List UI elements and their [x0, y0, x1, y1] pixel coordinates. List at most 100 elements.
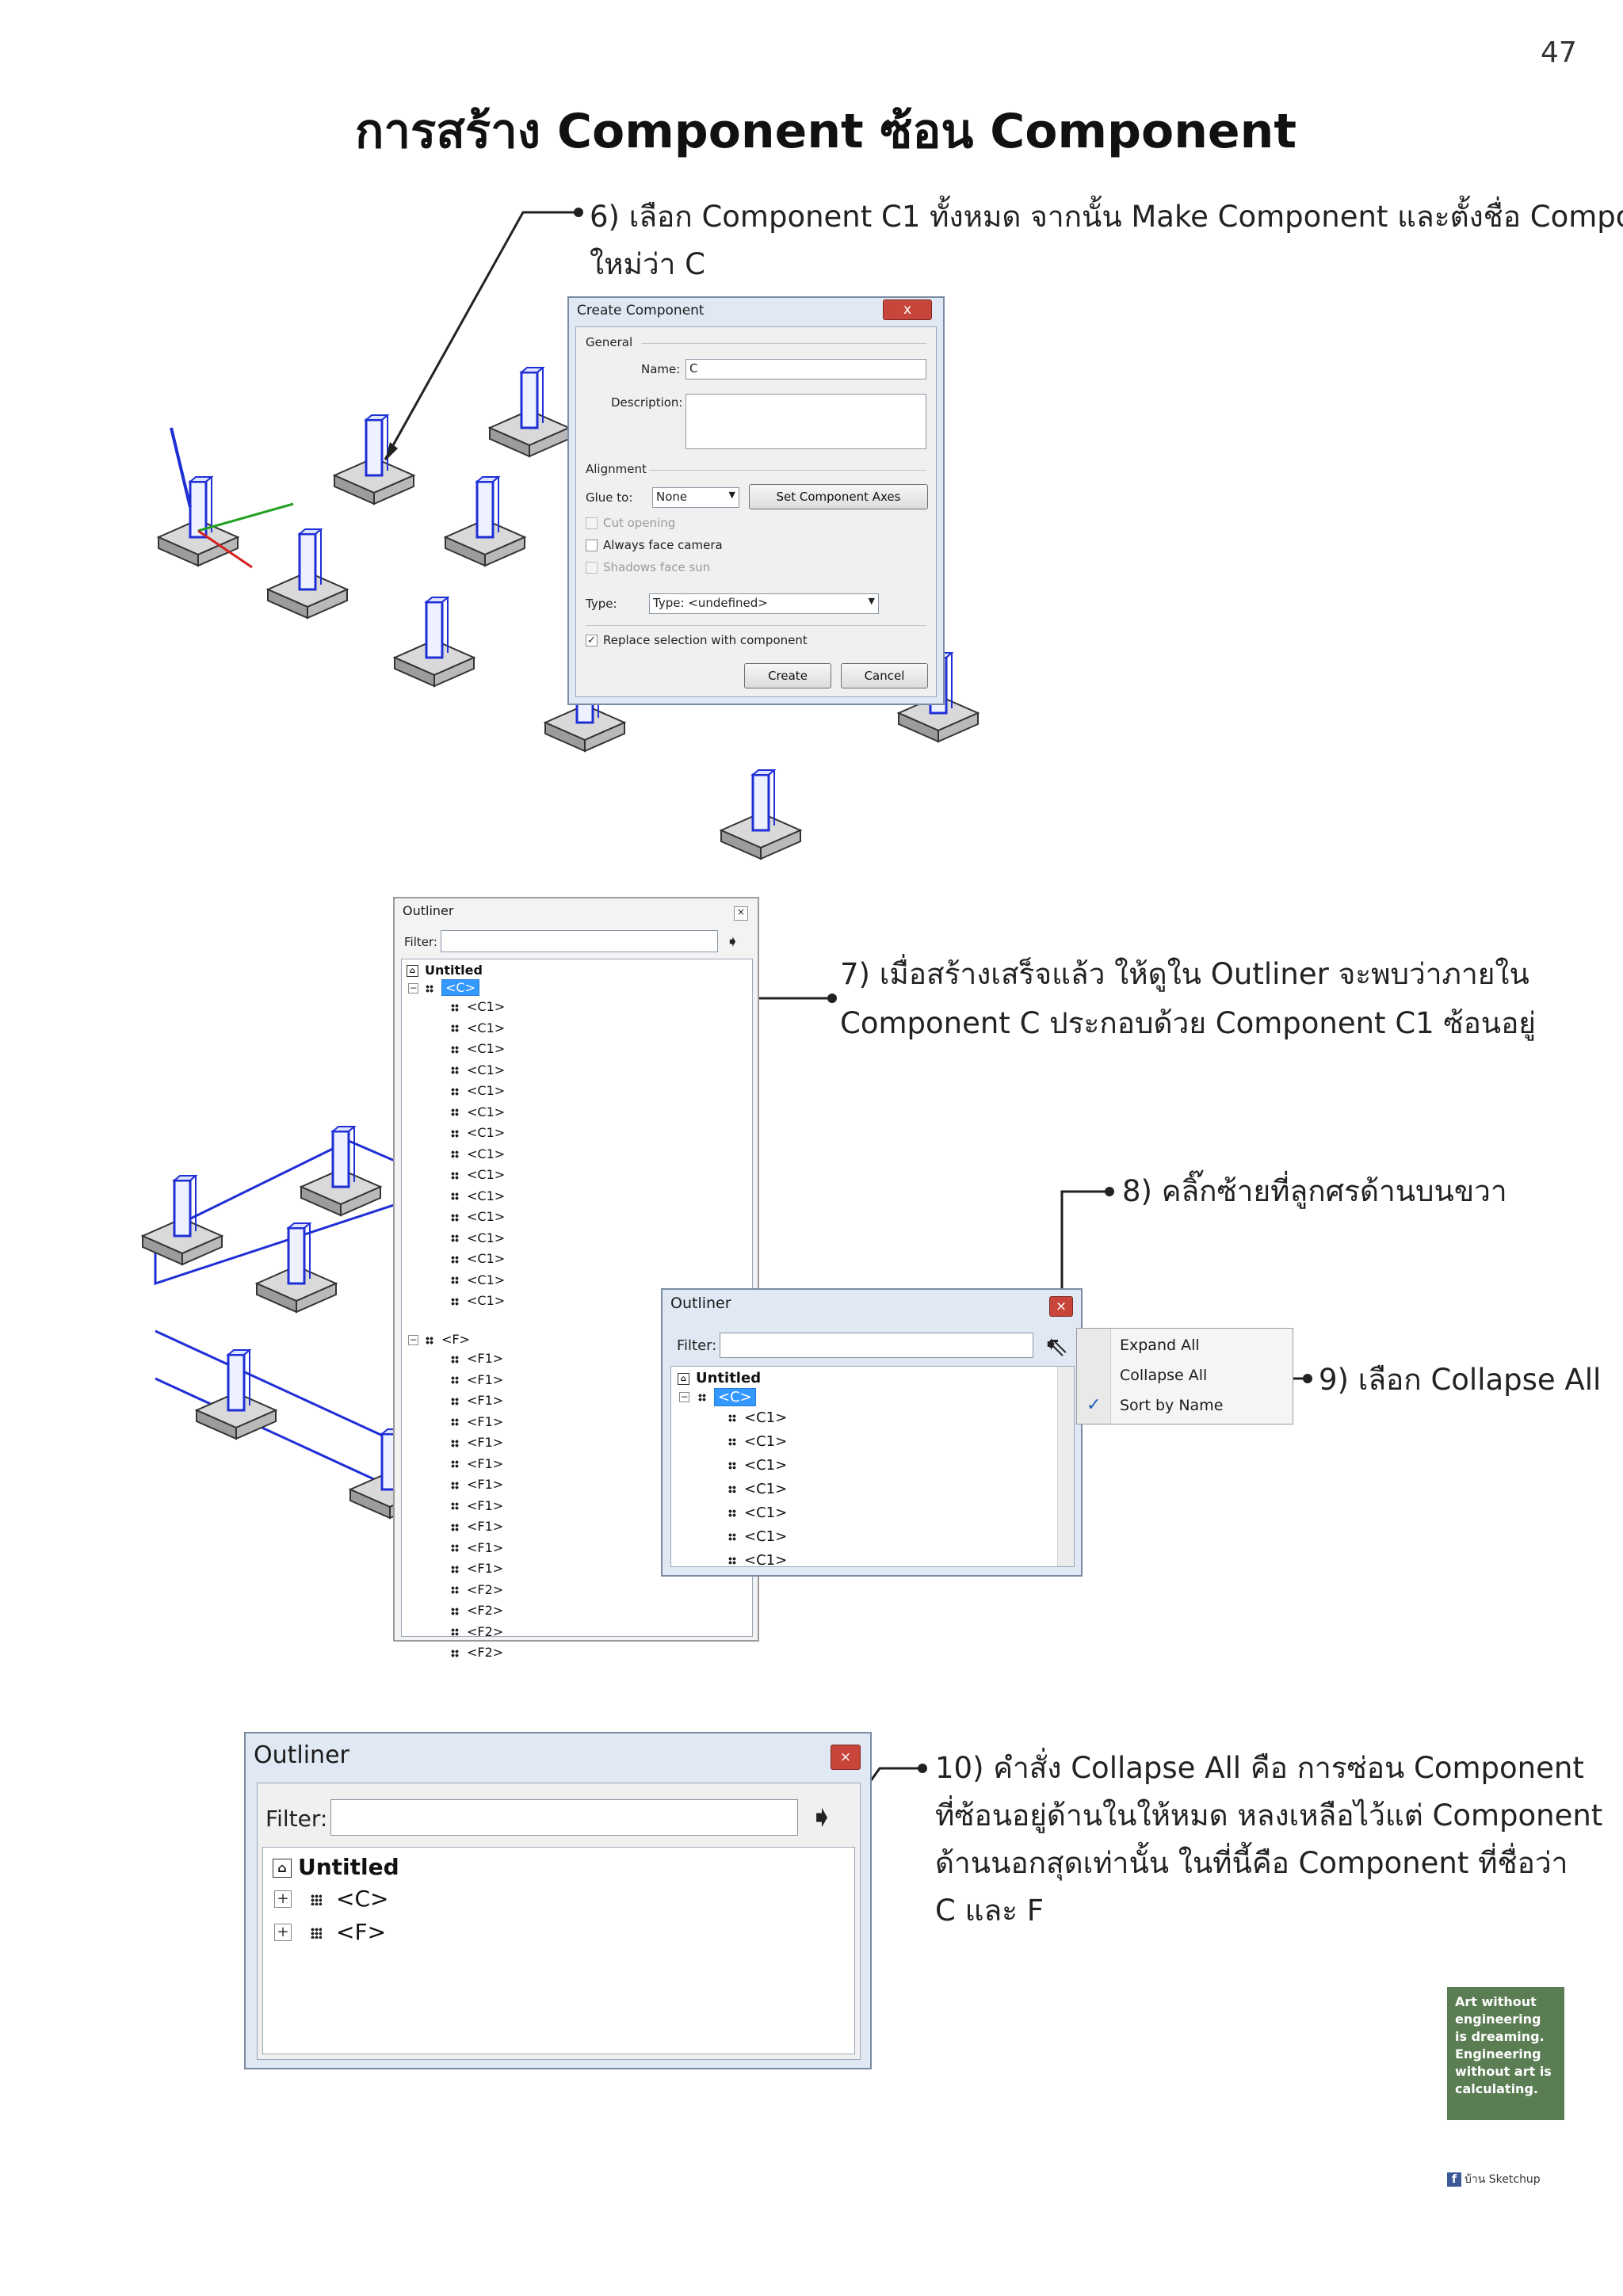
menu-item-expand-all[interactable]: Expand All [1120, 1337, 1200, 1354]
component-icon [728, 1462, 736, 1470]
tree-child-item[interactable]: <F1> [451, 1519, 503, 1534]
tree-child-item[interactable]: <C1> [451, 999, 505, 1014]
tree-child-item[interactable]: <C1> [728, 1457, 787, 1474]
always-face-camera-checkbox[interactable] [586, 540, 598, 551]
tree-child-item[interactable]: <C1> [728, 1505, 787, 1521]
tree-child-item[interactable]: <F2> [451, 1645, 503, 1660]
tree-child-item[interactable]: <C1> [451, 1104, 505, 1119]
description-input[interactable] [685, 394, 926, 449]
tree-root[interactable]: ⌂Untitled [678, 1370, 761, 1386]
replace-selection-checkbox[interactable]: ✓ [586, 635, 598, 646]
close-icon[interactable]: × [831, 1745, 861, 1770]
facebook-icon: f [1447, 2172, 1461, 2187]
details-arrow-icon[interactable]: ➧ [726, 932, 739, 951]
component-icon [451, 1649, 459, 1657]
expand-icon[interactable]: + [274, 1924, 292, 1941]
tree-child-item[interactable]: <F1> [451, 1414, 503, 1429]
cancel-button[interactable]: Cancel [841, 663, 928, 688]
tree-child-item[interactable]: <F2> [451, 1582, 503, 1597]
component-icon [451, 1108, 459, 1116]
tree-child-item[interactable]: <C1> [728, 1433, 787, 1450]
tree-child-item[interactable]: <C1> [451, 1020, 505, 1035]
name-input[interactable]: C [685, 359, 926, 379]
tree-child-item[interactable]: <C1> [451, 1209, 505, 1224]
tree-child-item[interactable]: <C1> [451, 1188, 505, 1203]
close-icon[interactable]: x [883, 299, 932, 320]
tree-child-item[interactable]: <F1> [451, 1393, 503, 1408]
tree-child-item[interactable]: <F1> [451, 1435, 503, 1450]
component-icon [451, 1628, 459, 1636]
tree-child-item[interactable]: <C1> [451, 1272, 505, 1287]
note-step10-line4: C และ F [935, 1894, 1044, 1928]
tree-child-item[interactable]: <F1> [451, 1498, 503, 1513]
tree-child-item[interactable]: <C1> [451, 1251, 505, 1266]
outliner-tree: ⌂Untitled + <C> + <F> [262, 1847, 855, 2054]
set-component-axes-button[interactable]: Set Component Axes [749, 484, 928, 509]
shadows-face-sun-checkbox[interactable] [586, 562, 598, 574]
shadows-face-sun-label: Shadows face sun [603, 560, 711, 574]
component-icon [451, 1297, 459, 1306]
close-icon[interactable]: × [1049, 1296, 1073, 1317]
tree-item-c[interactable]: <C> [311, 1886, 388, 1912]
tree-child-item[interactable]: <F1> [451, 1477, 503, 1492]
filter-input[interactable] [441, 930, 718, 952]
close-icon[interactable]: × [734, 906, 748, 921]
expand-icon[interactable]: + [274, 1890, 292, 1908]
tree-child-item[interactable]: <C1> [728, 1481, 787, 1497]
tree-child-item[interactable]: <F2> [451, 1624, 503, 1639]
collapse-icon[interactable]: − [408, 1334, 418, 1345]
details-arrow-icon[interactable]: ➧ [1043, 1333, 1060, 1355]
tree-child-item[interactable]: <F1> [451, 1351, 503, 1366]
tree-child-item[interactable]: <C1> [451, 1230, 505, 1245]
filter-input[interactable] [720, 1333, 1033, 1358]
tree-item-f[interactable]: <F> [311, 1919, 386, 1945]
tree-child-item[interactable]: <C1> [451, 1062, 505, 1077]
checkmark-icon: ✓ [1086, 1395, 1102, 1415]
filter-input[interactable] [330, 1799, 798, 1836]
component-icon [451, 1066, 459, 1074]
collapse-icon[interactable]: − [408, 982, 418, 994]
tree-item-f[interactable]: <F> [426, 1332, 470, 1347]
glue-to-select[interactable]: None ▼ [652, 487, 739, 508]
tree-child-item[interactable]: <C1> [451, 1083, 505, 1098]
component-icon [451, 1255, 459, 1264]
outliner-inner: Filter: ➧ ⌂Untitled + <C> + <F> [257, 1783, 861, 2060]
tree-child-item[interactable]: <C1> [451, 1293, 505, 1308]
menu-item-sort-by-name[interactable]: Sort by Name [1120, 1397, 1224, 1414]
tree-child-item[interactable]: <C1> [728, 1552, 787, 1569]
component-icon [698, 1394, 706, 1402]
tree-child-item[interactable]: <C1> [728, 1409, 787, 1426]
tree-child-item[interactable]: <C1> [451, 1167, 505, 1182]
component-icon [451, 1234, 459, 1242]
tree-child-item[interactable]: <C1> [451, 1041, 505, 1056]
tree-child-item[interactable]: <F1> [451, 1540, 503, 1555]
collapse-icon[interactable]: − [679, 1391, 689, 1402]
house-icon: ⌂ [273, 1859, 292, 1878]
tree-item-c[interactable]: <C> [698, 1388, 756, 1406]
tree-child-item[interactable]: <F2> [451, 1603, 503, 1618]
tree-child-item[interactable]: <C1> [451, 1125, 505, 1140]
outliner-tree: ⌂Untitled − <C> <C1> <C1> <C1> <C1> <C1> <C1>… [670, 1366, 1075, 1569]
component-icon [451, 1171, 459, 1180]
component-icon [451, 1150, 459, 1158]
component-icon [451, 1523, 459, 1531]
menu-item-collapse-all[interactable]: Collapse All [1120, 1367, 1208, 1384]
outliner-title: Outliner [403, 903, 454, 918]
type-select[interactable]: Type: <undefined> ▼ [649, 593, 879, 614]
tree-root[interactable]: ⌂Untitled [407, 963, 483, 978]
component-icon [451, 1376, 459, 1384]
tree-child-item[interactable]: <C1> [451, 1146, 505, 1161]
tree-root[interactable]: ⌂Untitled [273, 1854, 399, 1880]
details-arrow-icon[interactable]: ➧ [809, 1799, 834, 1834]
cut-opening-checkbox[interactable] [586, 517, 598, 529]
tree-child-item[interactable]: <F1> [451, 1561, 503, 1576]
tree-item-c[interactable]: <C> [426, 979, 479, 996]
tree-child-item[interactable]: <F1> [451, 1456, 503, 1471]
note-step6-line1: 6) เลือก Component C1 ทั้งหมด จากนั้น Ma… [590, 200, 1623, 234]
tree-child-item[interactable]: <C1> [728, 1528, 787, 1545]
component-icon [451, 1502, 459, 1510]
create-button[interactable]: Create [744, 663, 831, 688]
scrollbar[interactable] [1057, 1367, 1074, 1566]
tree-child-item[interactable]: <F1> [451, 1372, 503, 1387]
